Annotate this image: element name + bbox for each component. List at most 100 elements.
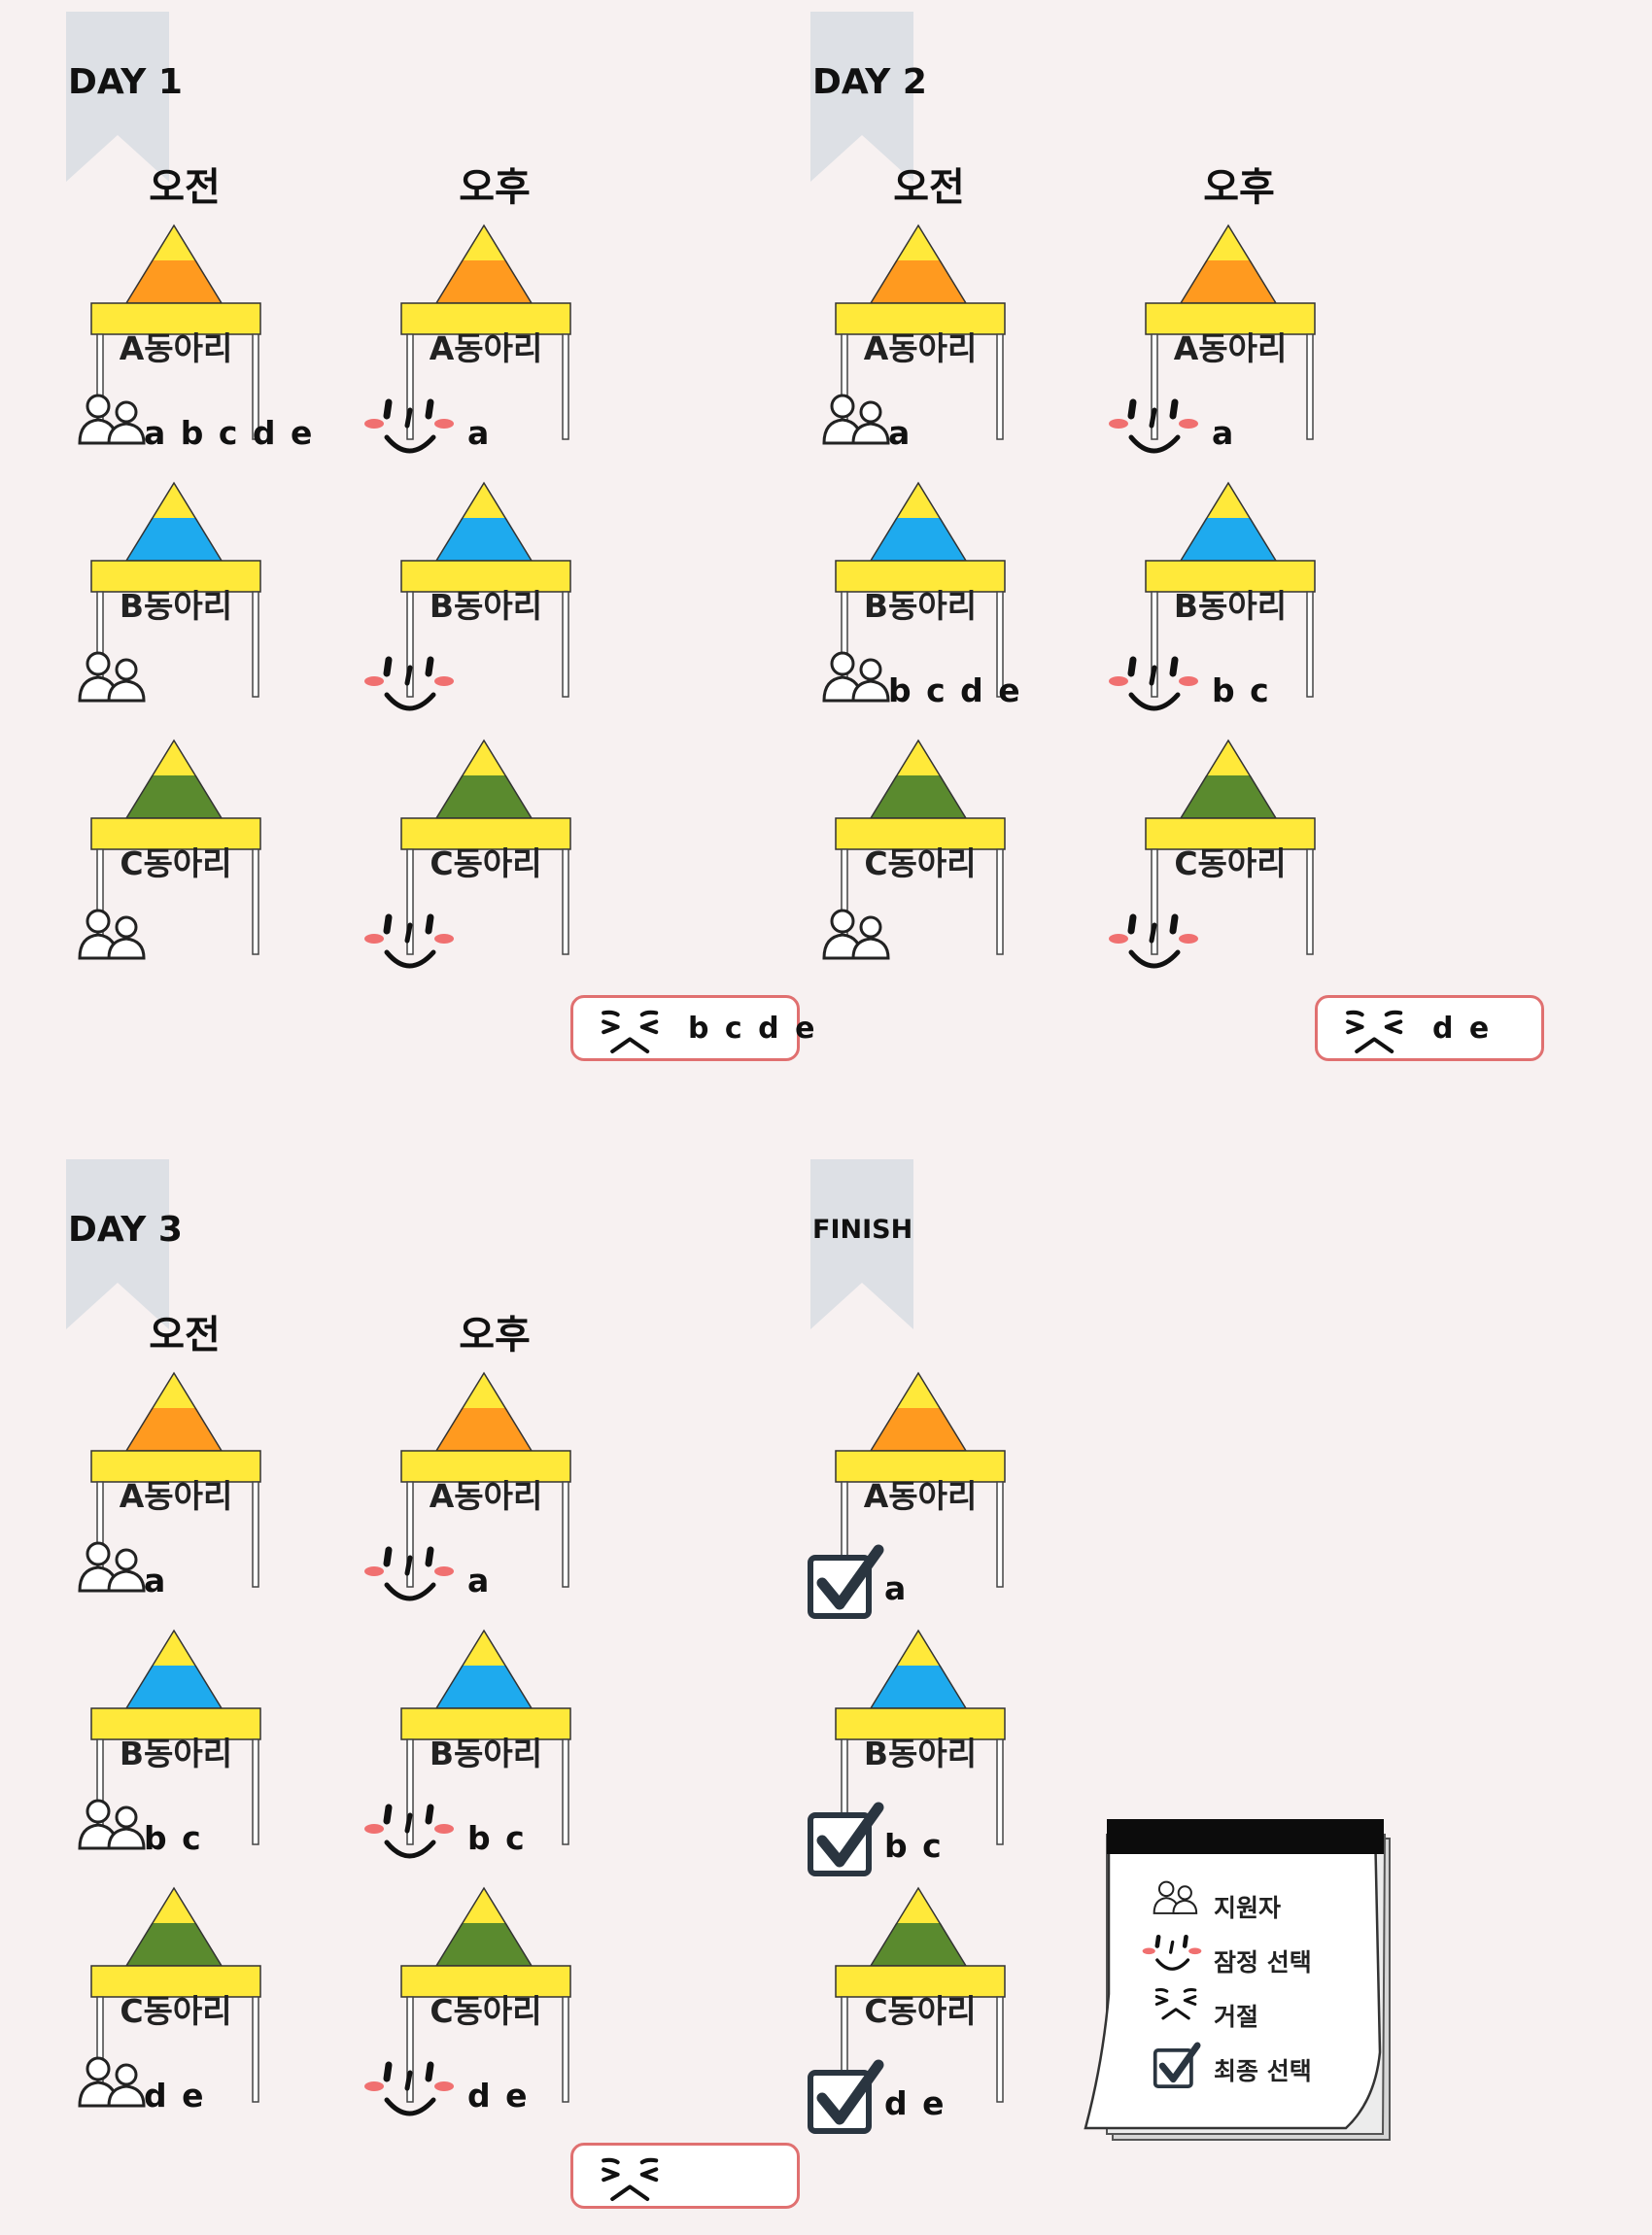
- member-names: b c: [1212, 671, 1271, 709]
- tent: A동아리 a: [808, 1371, 1015, 1619]
- club-name: C동아리: [120, 844, 232, 882]
- rejected-names: b c d e: [688, 1012, 818, 1046]
- member-names: a: [467, 1562, 492, 1599]
- member-names: b c: [884, 1827, 944, 1865]
- legend-label: 잠정 선택: [1214, 1948, 1312, 1977]
- applicant-icon: [1152, 1877, 1203, 1918]
- club-name: C동아리: [864, 844, 977, 882]
- period-label: 오전: [149, 1313, 221, 1358]
- club-name: C동아리: [430, 1992, 542, 2030]
- member-names: d e: [144, 2077, 206, 2115]
- club-name: B동아리: [1173, 587, 1288, 625]
- club-name: C동아리: [1174, 844, 1287, 882]
- member-names: b c: [144, 1819, 203, 1857]
- reject-icon: [1346, 1010, 1403, 1054]
- tent: A동아리 a: [78, 1371, 270, 1604]
- club-name: B동아리: [119, 587, 233, 625]
- tent: B동아리 b c: [1109, 481, 1325, 714]
- club-name: C동아리: [864, 1992, 977, 2030]
- tent: C동아리 d e: [364, 1886, 580, 2119]
- tent: C동아리: [364, 739, 580, 972]
- club-name: B동아리: [429, 1735, 543, 1772]
- club-name: A동아리: [1173, 329, 1288, 367]
- section-label: FINISH: [812, 1215, 913, 1245]
- tent: A동아리 a: [364, 1371, 580, 1604]
- tent: C동아리 d e: [78, 1886, 270, 2119]
- tent: B동아리 b c: [364, 1629, 580, 1862]
- rejected-names: d e: [1432, 1012, 1493, 1046]
- tentative-icon: [1105, 652, 1202, 720]
- tentative-icon: [361, 910, 458, 978]
- legend-label: 지원자: [1214, 1894, 1282, 1922]
- section-ribbon: [810, 12, 913, 182]
- final-icon: [805, 1800, 886, 1885]
- applicant-icon: [820, 904, 898, 964]
- tent: B동아리: [364, 481, 580, 714]
- member-names: d e: [467, 2077, 530, 2115]
- tent: B동아리 b c d e: [822, 481, 1020, 714]
- club-name: B동아리: [429, 587, 543, 625]
- applicant-icon: [820, 389, 898, 449]
- rejected-box: d e: [1315, 995, 1544, 1061]
- period-label: 오후: [459, 1313, 531, 1358]
- club-name: B동아리: [863, 1735, 978, 1772]
- tentative-icon: [361, 1542, 458, 1610]
- final-icon: [1152, 2041, 1202, 2095]
- period-label: 오후: [1203, 165, 1275, 210]
- member-names: b c d e: [888, 671, 1022, 709]
- club-name: C동아리: [430, 844, 542, 882]
- legend-label: 거절: [1214, 2003, 1259, 2031]
- member-names: a: [467, 414, 492, 452]
- tent: C동아리 d e: [808, 1886, 1015, 2134]
- tent: B동아리: [78, 481, 270, 714]
- legend-label: 최종 선택: [1214, 2057, 1312, 2085]
- member-names: a b c d e: [144, 414, 315, 452]
- member-names: a: [884, 1569, 909, 1607]
- rejected-box: [570, 2143, 800, 2209]
- applicant-icon: [76, 646, 154, 706]
- tentative-icon: [1105, 910, 1202, 978]
- applicant-icon: [820, 646, 898, 706]
- club-name: A동아리: [429, 1477, 543, 1515]
- member-names: d e: [884, 2084, 946, 2122]
- legend-notepad: 지원자 잠정 선택 거절 최종 선택: [1084, 1819, 1394, 2149]
- section-label: DAY 1: [68, 62, 183, 102]
- member-names: b c: [467, 1819, 527, 1857]
- club-name: A동아리: [863, 329, 978, 367]
- tent: C동아리: [78, 739, 270, 972]
- club-name: A동아리: [119, 329, 233, 367]
- section-label: DAY 2: [812, 62, 927, 102]
- tent: A동아리 a: [364, 224, 580, 457]
- tentative-icon: [361, 2057, 458, 2125]
- reject-icon: [602, 2157, 659, 2202]
- section-label: DAY 3: [68, 1210, 183, 1250]
- tentative-icon: [361, 1800, 458, 1868]
- applicant-icon: [76, 1794, 154, 1854]
- club-name: A동아리: [863, 1477, 978, 1515]
- applicant-icon: [76, 2051, 154, 2112]
- tent: B동아리 b c: [808, 1629, 1015, 1876]
- tent: A동아리 a: [822, 224, 1015, 457]
- tentative-icon: [361, 395, 458, 463]
- tentative-icon: [361, 652, 458, 720]
- reject-icon: [602, 1010, 659, 1054]
- tent: C동아리: [822, 739, 1015, 972]
- club-name: B동아리: [863, 587, 978, 625]
- club-name: A동아리: [429, 329, 543, 367]
- tentative-icon: [1105, 395, 1202, 463]
- club-name: C동아리: [120, 1992, 232, 2030]
- reject-icon: [1152, 1986, 1200, 2026]
- applicant-icon: [76, 904, 154, 964]
- tent: A동아리 a: [1109, 224, 1325, 457]
- member-names: a: [1212, 414, 1236, 452]
- tent: A동아리 a b c d e: [78, 224, 312, 457]
- section-ribbon: [66, 12, 169, 182]
- section-ribbon: [66, 1159, 169, 1329]
- tentative-icon: [1140, 1932, 1204, 1978]
- section-ribbon: [810, 1159, 913, 1329]
- final-icon: [805, 1542, 886, 1628]
- member-names: a: [144, 1562, 168, 1599]
- period-label: 오후: [459, 165, 531, 210]
- member-names: a: [888, 414, 912, 452]
